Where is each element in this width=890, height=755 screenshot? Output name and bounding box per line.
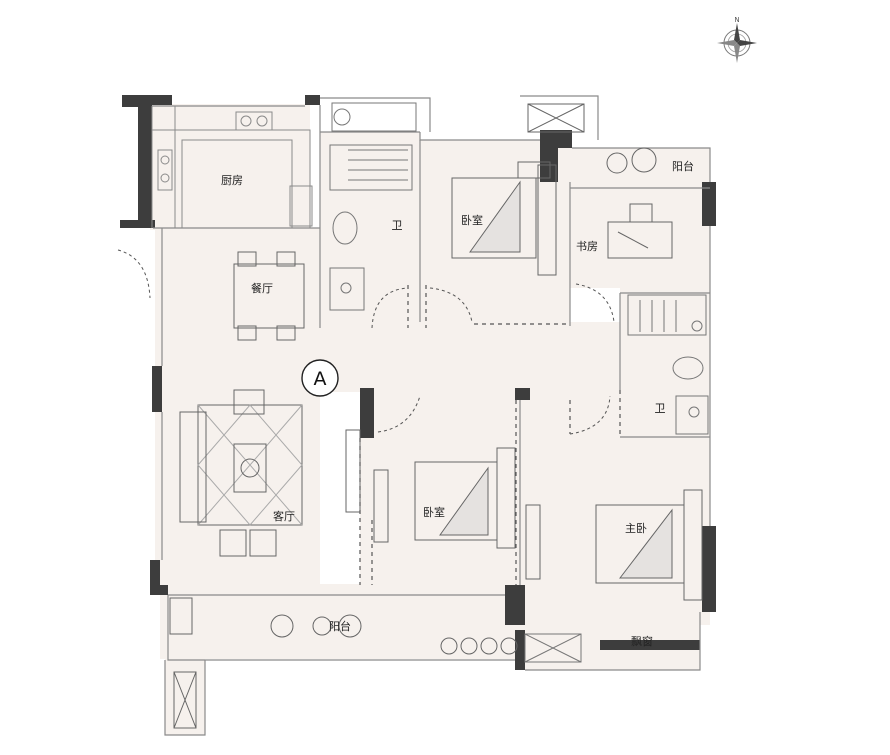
dining-table <box>233 251 305 341</box>
bay-window <box>524 633 582 663</box>
room-label-bath-right: 卫 <box>655 402 666 415</box>
room-label-bedroom-middle: 卧室 <box>423 505 445 519</box>
room-label-master-bedroom: 主卧 <box>625 522 647 535</box>
room-label-balcony-top: 阳台 <box>672 159 694 173</box>
room-label-balcony-bottom: 阳台 <box>329 619 351 633</box>
room-label-kitchen: 厨房 <box>221 174 243 187</box>
room-label-living: 客厅 <box>273 509 295 523</box>
bathroom-right-fixtures <box>627 294 709 435</box>
walls <box>120 95 716 670</box>
balcony-bottom-furniture <box>169 597 518 729</box>
master-bedroom-furniture <box>525 489 703 601</box>
bedroom-top-furniture <box>451 161 557 276</box>
unit-badge: A <box>301 359 339 397</box>
living-furniture <box>179 389 361 557</box>
dashed-wall-lines <box>359 285 621 585</box>
room-label-bay-window: 飘窗 <box>631 634 653 648</box>
bathroom-top-fixtures <box>329 102 417 311</box>
balcony-top-furniture <box>527 103 657 174</box>
room-label-dining: 餐厅 <box>251 281 273 295</box>
kitchen-counter <box>151 106 313 229</box>
compass-north-label: N <box>734 16 739 24</box>
room-label-bath-top: 卫 <box>392 219 403 232</box>
room-label-study: 书房 <box>576 240 598 253</box>
compass-icon: N <box>717 16 757 63</box>
door-swings <box>117 249 615 435</box>
bedroom-middle-furniture <box>373 447 516 549</box>
room-label-bedroom-top: 卧室 <box>461 213 483 227</box>
study-furniture <box>607 203 673 259</box>
unit-badge-label: A <box>314 368 327 390</box>
wall-lines <box>152 95 711 736</box>
